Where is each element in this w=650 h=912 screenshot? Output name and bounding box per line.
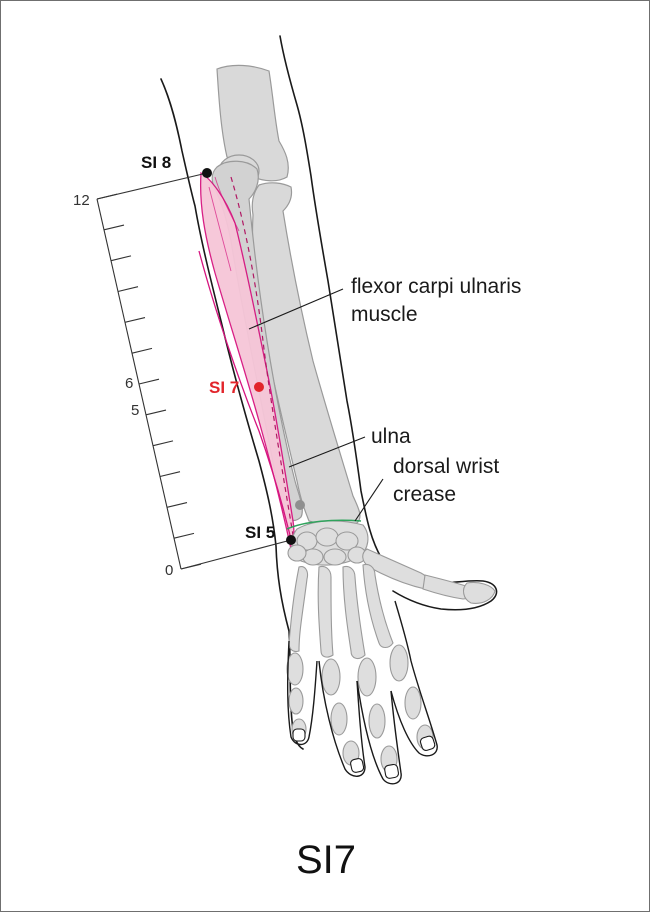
proportional-scale [96, 172, 292, 570]
hand-bones [286, 520, 496, 773]
ulna-leader-line [288, 436, 366, 468]
scale-tick [110, 255, 132, 262]
scale-tick [166, 501, 188, 508]
scale-tick-label: 12 [73, 192, 90, 209]
crease-leader-line [354, 478, 384, 522]
scale-tick [124, 316, 146, 323]
muscle-label-line2: muscle [351, 303, 418, 326]
muscle-label-line1: flexor carpi ulnaris [351, 275, 521, 298]
scale-tick [152, 440, 174, 447]
muscle-leader-line [248, 288, 344, 330]
acupoint-si7-marker [254, 382, 264, 392]
scale-tick [131, 347, 153, 354]
ulna-styloid-marker [295, 500, 305, 510]
muscle-inner-line [208, 176, 240, 272]
scale-tick [117, 286, 139, 293]
dorsal-wrist-crease-line [286, 519, 362, 530]
fingernails [292, 728, 436, 779]
scale-tick-label: 6 [125, 375, 133, 392]
scale-ticks [96, 193, 202, 570]
acupoint-si7-label: SI 7 [209, 378, 239, 397]
crease-label-line2: crease [393, 483, 456, 506]
scale-tick [145, 409, 167, 416]
leader-lines [248, 288, 384, 522]
acupoint-si8-label: SI 8 [141, 153, 171, 172]
scale-tick [159, 471, 181, 478]
scale-tick [173, 532, 195, 539]
scale-tick [103, 224, 125, 231]
acupoint-si5-label: SI 5 [245, 523, 275, 542]
meridian-dashed-line [230, 176, 294, 536]
scale-tick [96, 193, 118, 200]
scale-tick [138, 378, 160, 385]
muscle-tendon-line [198, 250, 296, 558]
acupoint-si8-marker [202, 168, 212, 178]
ulna-label: ulna [371, 425, 411, 448]
acupoint-si5-marker [286, 535, 296, 545]
crease-label-line1: dorsal wrist [393, 455, 499, 478]
figure-title: SI7 [296, 838, 356, 882]
finger-outlines [286, 600, 438, 785]
scale-tick [180, 563, 202, 570]
scale-tick-label: 0 [165, 562, 173, 579]
scale-tick-label: 5 [131, 402, 139, 419]
